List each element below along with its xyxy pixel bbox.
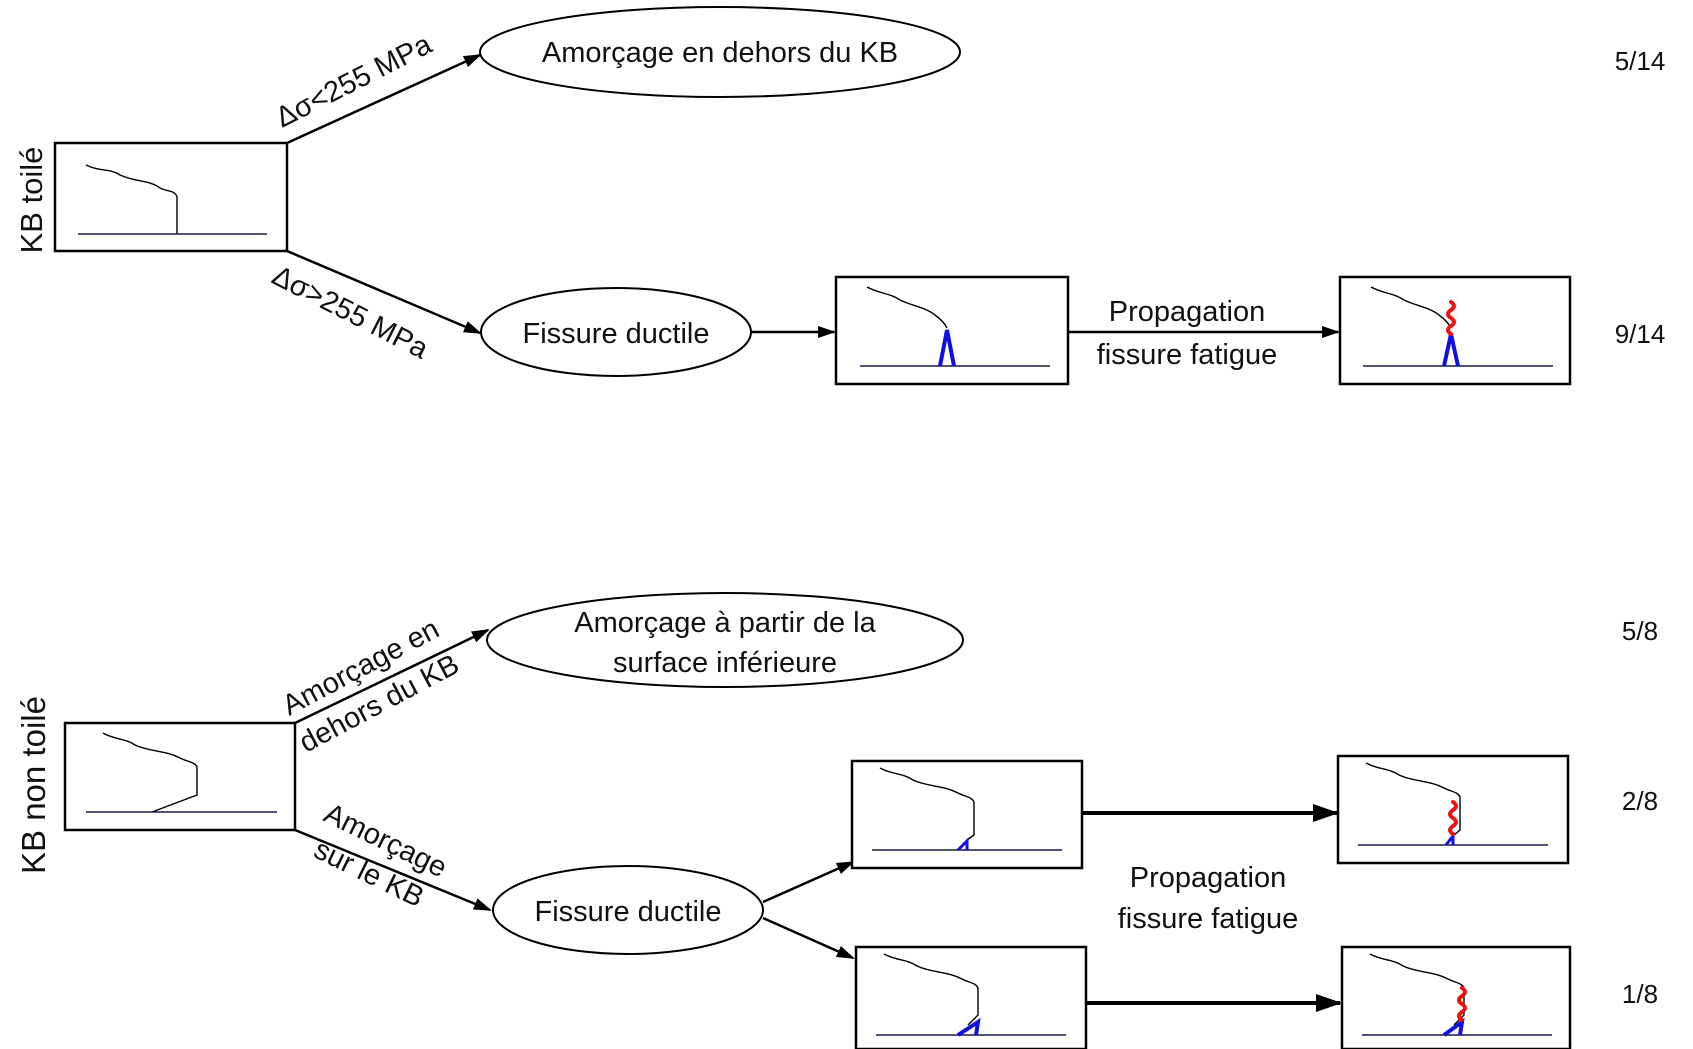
outcome-surface-line2: surface inférieure [613,647,837,679]
arrow-ductile-to-case-b [762,916,855,960]
specimen-box-fatigue-case-b [1340,945,1572,1049]
bottom-section: KB non toilé Amorçage en dehors du KB Am… [15,592,1658,1049]
specimen-box-fatigue-toile [1338,275,1572,386]
ellipse-surface-initiation [486,592,964,688]
fraction-surface-non-toile: 5/8 [1622,616,1658,646]
specimen-box-ductile-toile [834,275,1070,386]
branch-label-low-stress: Δσ<255 MPa [271,28,438,134]
branch-label-high-stress: Δσ>255 MPa [267,260,434,366]
arrow-to-ductile-crack-bottom [294,828,492,912]
fraction-case-a-non-toile: 2/8 [1622,786,1658,816]
kb-toile-label: KB toilé [14,147,49,254]
arrow-to-surface-initiation [294,628,490,725]
arrow-to-ductile-crack-top [286,249,482,335]
specimen-box-fatigue-case-a [1336,754,1570,865]
fraction-outside-toile: 5/14 [1615,46,1666,76]
specimen-box-ductile-case-a [850,759,1084,870]
arrow-to-outside-initiation [286,53,482,145]
propagation-label-top-line1: Propagation [1109,296,1265,328]
outcome-ductile-crack-bottom: Fissure ductile [535,896,722,928]
arrow-ductile-to-case-a [762,860,855,904]
propagation-label-top-line2: fissure fatigue [1097,339,1278,371]
fraction-case-b-non-toile: 1/8 [1622,979,1658,1009]
kb-non-toile-label: KB non toilé [15,696,52,874]
outcome-outside-initiation: Amorçage en dehors du KB [542,37,898,69]
propagation-label-bottom-line2: fissure fatigue [1118,903,1299,935]
ellipse-outside-initiation [479,6,961,98]
top-section: KB toilé Δσ<255 MPa Δσ>255 MPa Amorçage … [14,6,1666,386]
ellipse-ductile-crack-bottom [492,865,764,955]
specimen-box-ductile-case-b [854,945,1088,1049]
outcome-ductile-crack-top: Fissure ductile [523,318,710,350]
specimen-box-initial-non-toile [63,721,297,832]
fraction-ductile-toile: 9/14 [1615,319,1666,349]
propagation-label-bottom-line1: Propagation [1130,862,1286,894]
specimen-box-initial-toile [53,141,289,253]
outcome-surface-line1: Amorçage à partir de la [574,607,876,639]
